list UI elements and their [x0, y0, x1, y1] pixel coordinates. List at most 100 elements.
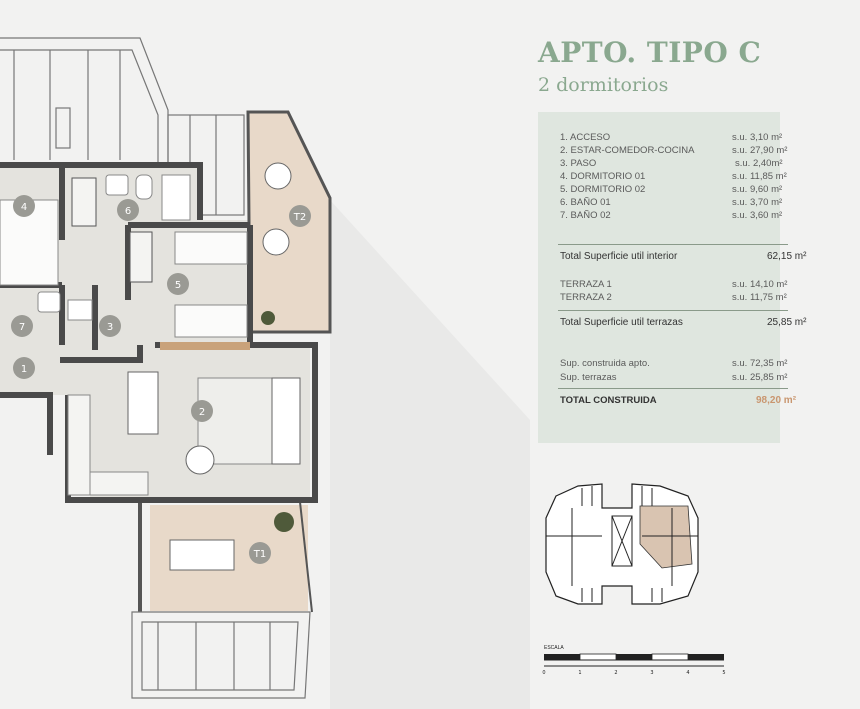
room-row: 7. BAÑO 02 s.u. 3,60 m²: [560, 210, 860, 223]
terrace-chair-1: [264, 162, 292, 190]
terrace-value: s.u. 14,10 m²: [732, 279, 788, 290]
badge-3-text: 3: [107, 322, 113, 333]
room-row: 4. DORMITORIO 01 s.u. 11,85 m²: [560, 171, 860, 184]
room-row: 6. BAÑO 01 s.u. 3,70 m²: [560, 197, 860, 210]
badge-t2: [289, 205, 311, 227]
kitchen-counter-2: [89, 471, 149, 496]
terrace-row: TERRAZA 2 s.u. 11,75 m²: [560, 292, 860, 305]
plant-1: [261, 311, 275, 325]
plant-2: [274, 512, 294, 532]
room-label: 5. DORMITORIO 02: [560, 184, 646, 195]
terrace-total-row: Total Superficie util terrazas 25,85 m²: [560, 317, 860, 330]
badge-2: [191, 400, 213, 422]
badge-6: [117, 199, 139, 221]
scale-bar: 0 1 2 3 4 5: [542, 653, 726, 676]
room-label: 4. DORMITORIO 01: [560, 171, 646, 182]
dining-table: [127, 371, 159, 435]
built-value: s.u. 72,35 m²: [732, 358, 788, 369]
bath2-sink: [37, 291, 61, 313]
room-value: s.u. 27,90 m²: [732, 145, 788, 156]
divider: [558, 310, 788, 311]
terrace-label: TERRAZA 1: [560, 279, 612, 290]
room-value: s.u. 2,40m²: [735, 158, 783, 169]
badge-7: [11, 315, 33, 337]
upper-structure: [0, 37, 245, 216]
area-panel: 1. ACCESO s.u. 3,10 m² 2. ESTAR-COMEDOR-C…: [538, 112, 806, 443]
rug: [197, 377, 273, 465]
scale-tick: 2: [614, 670, 617, 676]
terrace-t2: [246, 110, 332, 334]
badge-1-text: 1: [21, 364, 27, 375]
room-label: 1. ACCESO: [560, 132, 611, 143]
bed-dorm2-lower: [174, 304, 248, 338]
badge-t1-text: T1: [253, 549, 266, 560]
kitchen-counter: [67, 394, 91, 496]
built-label: Sup. construida apto.: [560, 358, 650, 369]
bed-dorm2-upper: [174, 231, 248, 265]
room-value: s.u. 9,60 m²: [732, 184, 783, 195]
terrace-total-label: Total Superficie util terrazas: [560, 317, 683, 328]
terrace-chair-2: [262, 228, 290, 256]
grand-total-row: TOTAL CONSTRUIDA 98,20 m²: [560, 395, 860, 408]
badge-5-text: 5: [175, 280, 181, 291]
room-value: s.u. 3,10 m²: [732, 132, 783, 143]
room-row: 1. ACCESO s.u. 3,10 m²: [560, 132, 860, 145]
scale-label: ESCALA: [544, 645, 564, 651]
terrace-value: s.u. 11,75 m²: [732, 292, 787, 303]
badge-t2-text: T2: [293, 212, 306, 223]
room-value: s.u. 11,85 m²: [732, 171, 787, 182]
grand-total-value: 98,20 m²: [756, 395, 797, 406]
room-label: 7. BAÑO 02: [560, 210, 611, 221]
room-row: 3. PASO s.u. 2,40m²: [560, 158, 860, 171]
room-row: 5. DORMITORIO 02 s.u. 9,60 m²: [560, 184, 860, 197]
closet: [71, 177, 153, 283]
armchair: [185, 445, 215, 475]
badge-3: [99, 315, 121, 337]
bath1-shower: [161, 174, 191, 221]
terrace-label: TERRAZA 2: [560, 292, 612, 303]
scale-tick: 5: [722, 670, 725, 676]
lower-railing: [131, 611, 311, 699]
badge-t1: [249, 542, 271, 564]
divider: [558, 388, 788, 389]
bath1-sink: [105, 174, 129, 196]
page-subtitle: 2 dormitorios: [538, 74, 669, 96]
key-plan: [545, 483, 699, 605]
interior-total-label: Total Superficie util interior: [560, 251, 678, 262]
badge-2-text: 2: [199, 407, 205, 418]
scale-tick: 4: [686, 670, 689, 676]
badge-4-text: 4: [21, 202, 27, 213]
plan-shadow: [330, 200, 530, 709]
sofa: [271, 377, 301, 465]
built-row: Sup. terrazas s.u. 25,85 m²: [560, 372, 860, 385]
built-value: s.u. 25,85 m²: [732, 372, 788, 383]
room-label: 6. BAÑO 01: [560, 197, 611, 208]
scale-tick: 0: [542, 670, 545, 676]
badge-7-text: 7: [19, 322, 25, 333]
tv-unit: [160, 342, 250, 350]
scale-tick: 3: [650, 670, 653, 676]
built-row: Sup. construida apto. s.u. 72,35 m²: [560, 358, 860, 371]
room-label: 2. ESTAR-COMEDOR-COCINA: [560, 145, 695, 156]
bath1-toilet: [135, 174, 153, 200]
scale-tick: 1: [578, 670, 581, 676]
room-row: 2. ESTAR-COMEDOR-COCINA s.u. 27,90 m²: [560, 145, 860, 158]
interior-total-row: Total Superficie util interior 62,15 m²: [560, 251, 860, 264]
terrace-total-value: 25,85 m²: [767, 317, 807, 328]
badge-6-text: 6: [125, 206, 131, 217]
terrace-table: [169, 539, 235, 571]
room-value: s.u. 3,70 m²: [732, 197, 783, 208]
built-label: Sup. terrazas: [560, 372, 617, 383]
page-title: APTO. TIPO C: [538, 36, 762, 69]
room-value: s.u. 3,60 m²: [732, 210, 783, 221]
badge-1: [13, 357, 35, 379]
scale-segments: [544, 653, 724, 667]
key-plan-highlight: [639, 505, 693, 569]
terrace-row: TERRAZA 1 s.u. 14,10 m²: [560, 279, 860, 292]
interior-total-value: 62,15 m²: [767, 251, 807, 262]
room-badges: 1 2 3 4 5 6 7 T1 T2: [11, 195, 311, 564]
room-label: 3. PASO: [560, 158, 597, 169]
floor-plan: 1 2 3 4 5 6 7 T1 T2: [0, 37, 530, 709]
grand-total-label: TOTAL CONSTRUIDA: [560, 395, 657, 406]
badge-5: [167, 273, 189, 295]
